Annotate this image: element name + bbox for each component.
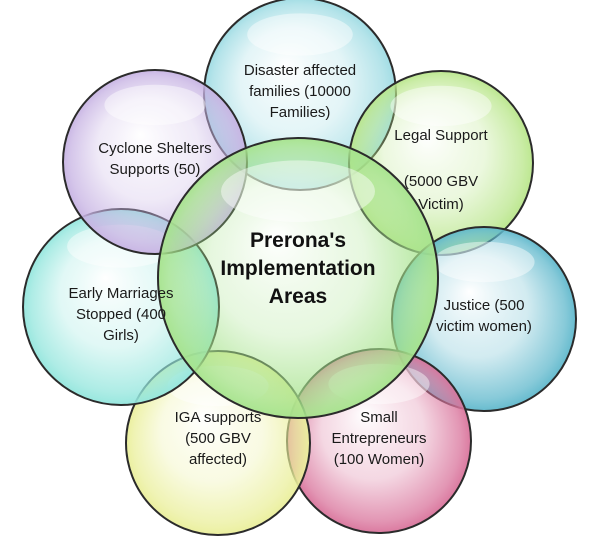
label-line: affected) (189, 451, 247, 468)
label-line: Disaster affected (244, 62, 356, 79)
label-line: families (10000 (249, 83, 351, 100)
center-title-line: Areas (269, 285, 327, 308)
label-line: Justice (500 (444, 297, 525, 314)
label-line: Entrepreneurs (331, 430, 426, 447)
circle-highlight-justice (433, 241, 535, 283)
label-line: Supports (50) (110, 161, 201, 178)
label-line: Early Marriages (68, 285, 173, 302)
label-line: Stopped (400 (76, 306, 166, 323)
circle-highlight-legal (390, 85, 492, 127)
label-line: Families) (270, 104, 331, 121)
label-legal: Legal Support (5000 GBV Victim) (394, 127, 488, 213)
center-circle-highlight (221, 160, 375, 222)
label-line: (500 GBV (185, 430, 251, 447)
label-line: Girls) (103, 327, 139, 344)
label-iga: IGA supports (500 GBV affected) (175, 409, 262, 468)
circle-highlight-disaster (247, 13, 353, 56)
label-justice: Justice (500 victim women) (436, 297, 532, 335)
label-line: Legal Support (394, 127, 488, 144)
label-line: (5000 GBV (404, 173, 478, 190)
label-line: Small (360, 409, 398, 426)
label-line: Victim) (418, 196, 464, 213)
center-circle (157, 137, 439, 419)
label-line: (100 Women) (334, 451, 425, 468)
circle-highlight-cyclone (104, 84, 206, 126)
center-title-line: Prerona's (250, 229, 346, 252)
label-line: IGA supports (175, 409, 262, 426)
label-line: Cyclone Shelters (98, 140, 211, 157)
label-line: victim women) (436, 318, 532, 335)
center-title-line: Implementation (220, 257, 375, 280)
